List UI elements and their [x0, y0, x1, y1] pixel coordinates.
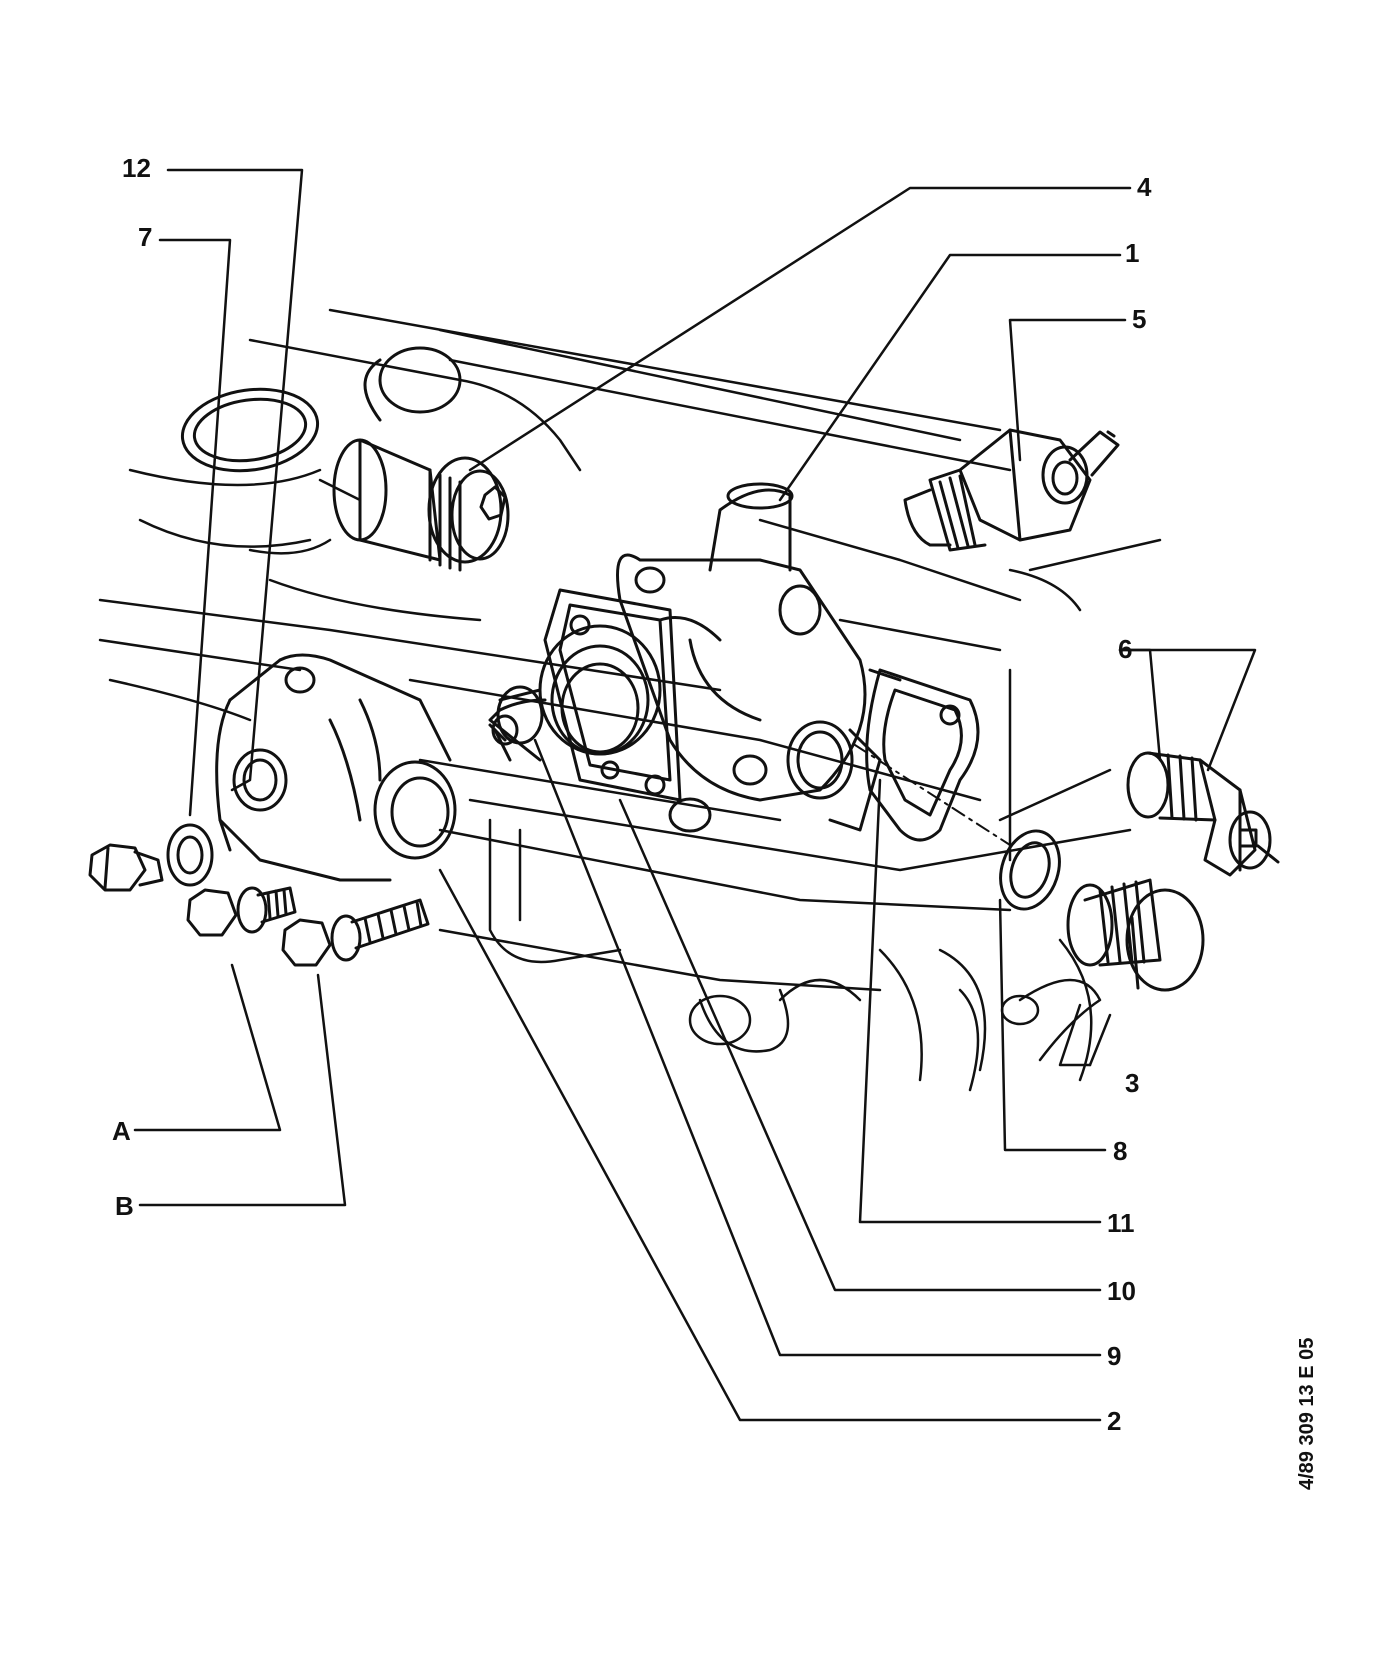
callout-5: 5 — [1132, 304, 1147, 334]
callout-A: A — [112, 1116, 131, 1146]
part-1-thermostat-housing — [616, 482, 882, 833]
part-9-thermostat-valve — [488, 624, 662, 762]
part-4-threaded-plug — [332, 438, 510, 572]
part-A-bolt — [186, 886, 297, 937]
part-12-bolt — [88, 843, 164, 892]
callout-2: 2 — [1107, 1406, 1122, 1436]
callout-6: 6 — [1118, 634, 1133, 664]
part-5-temperature-sensor — [903, 428, 1120, 552]
callout-11: 11 — [1107, 1208, 1135, 1238]
callout-10: 10 — [1107, 1276, 1136, 1306]
callout-12: 12 — [122, 153, 151, 183]
callout-8: 8 — [1113, 1136, 1128, 1166]
part-8-seal-ring — [999, 829, 1061, 911]
part-3-drain-plug — [1066, 878, 1205, 992]
callout-7: 7 — [138, 222, 153, 252]
part-7-washer — [166, 823, 214, 887]
callout-B: B — [115, 1191, 134, 1221]
callout-1: 1 — [1125, 238, 1140, 268]
part-2-water-outlet — [215, 653, 457, 882]
callout-3: 3 — [1125, 1068, 1140, 1098]
leader-lines — [133, 168, 1257, 1422]
part-6-switch — [1126, 751, 1280, 877]
water-passage-shapes — [180, 346, 462, 473]
part-11-gasket — [865, 668, 980, 842]
callout-9: 9 — [1107, 1341, 1122, 1371]
part-B-bolt — [281, 898, 430, 967]
callout-4: 4 — [1137, 172, 1152, 202]
assembly-axis — [854, 744, 1011, 846]
reference-code: 4/89 309 13 E 05 — [1296, 1337, 1318, 1490]
